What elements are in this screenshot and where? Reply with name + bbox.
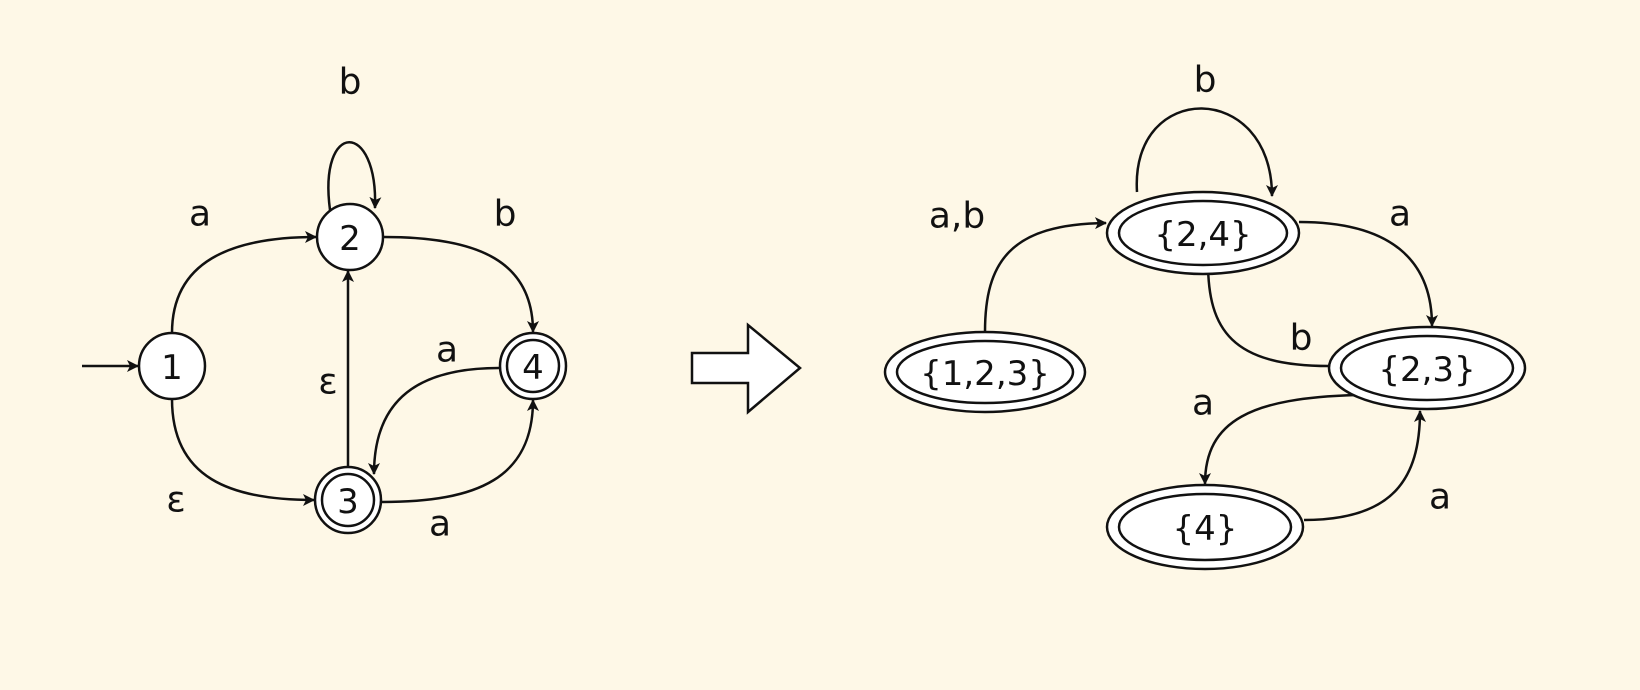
dfa-edge-23-24 xyxy=(1202,261,1330,368)
nfa-edge-3-4 xyxy=(381,399,539,504)
nfa-label-1-3: ε xyxy=(166,480,185,521)
svg-text:1: 1 xyxy=(161,348,183,388)
svg-text:{1,2,3}: {1,2,3} xyxy=(920,354,1050,394)
nfa-edge-4-3 xyxy=(368,366,500,475)
nfa-label-3-2: ε xyxy=(318,362,337,403)
dfa-edge-24-23 xyxy=(1298,220,1438,327)
dfa-label-4-23: a xyxy=(1429,477,1451,518)
nfa-label-3-4: a xyxy=(429,504,451,545)
nfa-state-4: 4 xyxy=(498,331,568,401)
nfa-state-2: 2 xyxy=(315,202,385,272)
dfa-label-24-23: a xyxy=(1389,194,1411,235)
svg-text:{2,4}: {2,4} xyxy=(1154,215,1251,255)
svg-text:4: 4 xyxy=(522,348,544,388)
conversion-arrow-icon xyxy=(690,322,802,415)
nfa-edge-1-2 xyxy=(170,231,317,334)
nfa-edge-1-3 xyxy=(170,398,315,506)
nfa-state-3: 3 xyxy=(313,465,383,535)
nfa-label-2-4: b xyxy=(494,194,517,235)
dfa-state-4: {4} xyxy=(1105,483,1305,571)
dfa-edge-4-23 xyxy=(1303,410,1426,522)
dfa-state-123: {1,2,3} xyxy=(883,330,1087,414)
dfa-label-23-24: b xyxy=(1290,318,1313,359)
nfa-state-1: 1 xyxy=(137,331,207,401)
nfa-label-4-3: a xyxy=(436,330,458,371)
nfa-edge-2-4 xyxy=(383,235,539,333)
svg-text:3: 3 xyxy=(337,482,359,522)
dfa-edge-24-24 xyxy=(1135,107,1278,197)
dfa-state-23: {2,3} xyxy=(1327,325,1527,411)
dfa-edge-123-24 xyxy=(983,217,1107,333)
svg-text:{2,3}: {2,3} xyxy=(1378,350,1475,390)
nfa-label-1-2: a xyxy=(189,194,211,235)
dfa-edge-23-4 xyxy=(1199,393,1357,485)
svg-text:{4}: {4} xyxy=(1173,509,1238,549)
nfa-label-2-2: b xyxy=(339,62,362,103)
dfa-label-24-24: b xyxy=(1194,60,1217,101)
dfa-state-24: {2,4} xyxy=(1105,190,1301,276)
dfa-label-23-4: a xyxy=(1192,383,1214,424)
dfa-label-123-24: a,b xyxy=(929,196,985,237)
svg-text:2: 2 xyxy=(339,219,361,259)
nfa-edge-2-2 xyxy=(327,141,382,211)
